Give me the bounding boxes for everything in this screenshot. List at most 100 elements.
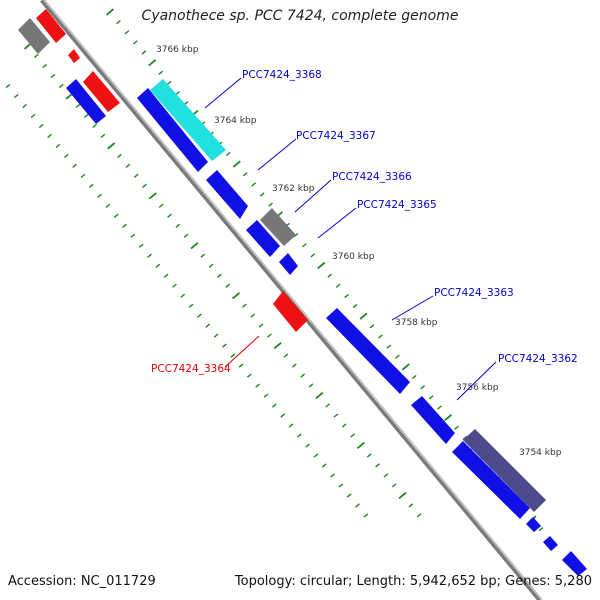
gene-feature[interactable]: [66, 79, 106, 124]
gene-label-3364[interactable]: PCC7424_3364: [151, 363, 231, 375]
tick-mark: [230, 353, 236, 358]
tick-mark: [251, 182, 257, 187]
tick-mark: [132, 40, 138, 45]
tick-mark: [124, 30, 130, 35]
tick-mark: [346, 493, 352, 498]
tick-mark: [180, 293, 186, 298]
tick-mark: [398, 491, 407, 499]
scale-label: 3758 kbp: [395, 318, 438, 328]
tick-mark: [50, 73, 56, 79]
gene-feature[interactable]: [137, 88, 208, 172]
tick-mark: [454, 425, 459, 430]
gene-label-3365[interactable]: PCC7424_3365: [357, 199, 437, 211]
gene-feature[interactable]: [543, 536, 558, 551]
gene-feature[interactable]: [83, 71, 120, 112]
topology-text: Topology: circular; Length: 5,942,652 bp…: [234, 574, 592, 589]
tick-mark: [42, 63, 48, 69]
tick-mark: [158, 203, 164, 208]
tick-mark: [305, 443, 310, 448]
tick-mark: [97, 193, 102, 198]
tick-mark: [225, 151, 231, 157]
gene-label-3363[interactable]: PCC7424_3363: [434, 287, 514, 299]
tick-mark: [333, 413, 339, 418]
tick-mark: [113, 213, 119, 218]
tick-mark: [355, 503, 360, 508]
gene-feature-3365[interactable]: [246, 220, 280, 257]
tick-mark: [188, 303, 194, 308]
backbone: [40, 0, 543, 600]
tick-mark: [63, 153, 69, 159]
gene-feature[interactable]: [36, 9, 66, 43]
tick-mark: [313, 453, 319, 458]
gene-feature[interactable]: [279, 253, 298, 275]
tick-mark: [356, 441, 365, 450]
tick-mark: [232, 292, 241, 300]
tick-mark: [308, 383, 314, 388]
gene-label-3367[interactable]: PCC7424_3367: [296, 130, 376, 142]
gene-feature[interactable]: [411, 396, 455, 444]
tick-mark: [148, 192, 157, 200]
tick-mark: [375, 463, 380, 468]
tick-mark: [341, 423, 347, 428]
tick-mark: [133, 173, 139, 178]
tick-mark: [158, 70, 164, 75]
gene-feature-3364[interactable]: [273, 291, 308, 332]
gene-label-3362[interactable]: PCC7424_3362: [498, 353, 578, 365]
tick-mark: [47, 133, 52, 139]
tick-mark: [208, 263, 214, 268]
tick-mark: [401, 363, 410, 371]
gene-feature-3366[interactable]: [260, 208, 296, 246]
tick-mark: [291, 363, 297, 368]
tick-mark: [411, 374, 417, 380]
tick-mark: [271, 403, 277, 408]
tick-mark: [310, 253, 316, 258]
gene-label-3368[interactable]: PCC7424_3368: [242, 69, 322, 81]
gene-feature-3363[interactable]: [326, 308, 410, 394]
tick-mark: [283, 353, 289, 358]
tick-mark: [242, 303, 247, 308]
tick-mark: [92, 123, 97, 129]
tick-mark: [167, 213, 172, 218]
tick-mark: [263, 393, 269, 398]
gene-feature-3367[interactable]: [206, 170, 248, 219]
gene-feature[interactable]: [526, 517, 541, 532]
gene-features: [18, 9, 587, 576]
gene-labels: PCC7424_3368 PCC7424_3367 PCC7424_3366 P…: [151, 69, 578, 375]
tick-mark: [5, 83, 11, 89]
gene-feature[interactable]: [452, 441, 530, 519]
tick-mark: [408, 503, 414, 508]
tick-mark: [335, 283, 341, 288]
tick-mark: [72, 163, 77, 169]
gene-label-3366[interactable]: PCC7424_3366: [332, 171, 412, 183]
tick-mark: [250, 313, 256, 318]
tick-mark: [378, 334, 383, 339]
tick-mark: [197, 313, 202, 318]
tick-mark: [83, 113, 89, 119]
tick-mark: [258, 323, 264, 328]
tick-mark: [255, 383, 261, 388]
scale-label: 3764 kbp: [214, 116, 257, 126]
tick-mark: [213, 333, 219, 338]
tick-mark: [75, 103, 81, 109]
gene-feature[interactable]: [18, 18, 50, 54]
gene-feature[interactable]: [562, 551, 587, 576]
tick-mark: [100, 133, 106, 139]
tick-mark: [105, 8, 115, 16]
gene-feature-3368[interactable]: [150, 79, 226, 161]
tick-mark: [175, 223, 181, 228]
tick-mark: [200, 253, 206, 258]
tick-mark: [462, 435, 468, 441]
tick-mark: [288, 423, 294, 428]
tick-mark: [386, 344, 392, 349]
scale-labels: 3766 kbp 3764 kbp 3762 kbp 3760 kbp 3758…: [156, 45, 562, 458]
gene-feature[interactable]: [68, 49, 80, 63]
tick-mark: [259, 192, 265, 197]
gene-feature-3362[interactable]: [463, 429, 546, 512]
tick-mark: [443, 414, 453, 422]
tick-mark: [30, 113, 36, 119]
tick-mark: [300, 373, 306, 378]
gene-label-leaders: [204, 77, 497, 401]
tick-mark: [222, 343, 227, 348]
tick-mark: [148, 59, 157, 67]
scale-label: 3766 kbp: [156, 45, 199, 55]
